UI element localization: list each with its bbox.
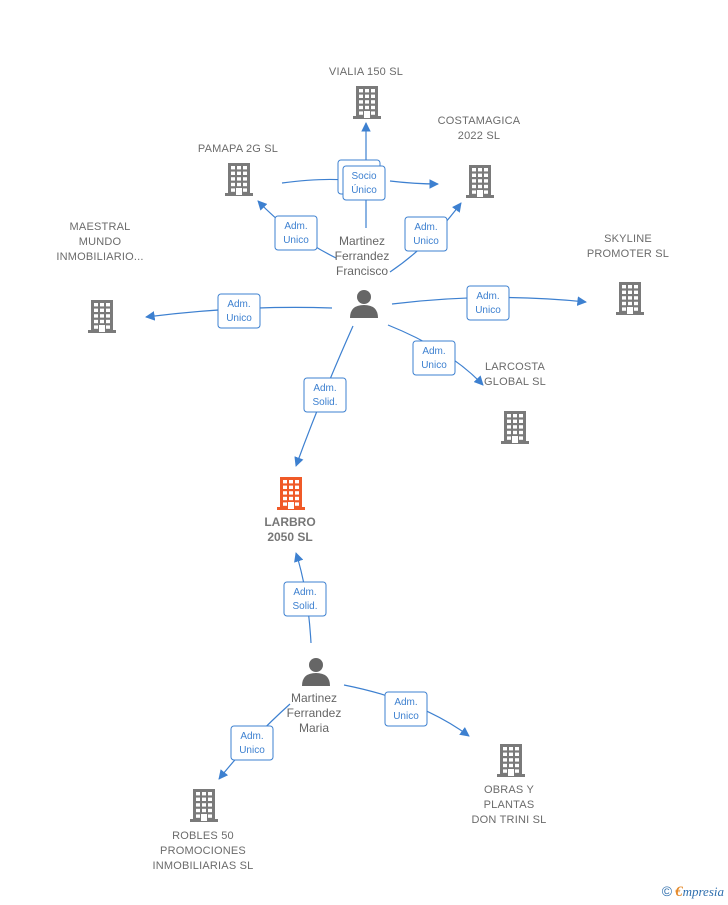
building-icon xyxy=(466,165,494,198)
node-label: COSTAMAGICA xyxy=(438,115,521,127)
building-icon xyxy=(497,744,525,777)
edge-badge[interactable]: Adm. Unico xyxy=(230,725,274,761)
edge-badge-label: Unico xyxy=(283,235,309,246)
edge-badge[interactable]: Adm. Solid. xyxy=(303,377,347,413)
edge-badge-label: Socio xyxy=(351,171,376,182)
edge-badge-label: Solid. xyxy=(312,397,337,408)
badges-layer: SocioÚnicoSocioÚnicoAdm.UnicoAdm.UnicoAd… xyxy=(217,159,510,761)
edge-badge[interactable]: Adm. Unico xyxy=(274,215,318,251)
node-label: Francisco xyxy=(336,264,388,278)
nodes-layer: VIALIA 150 SL PAMAPA 2G SL COSTAMAGICA 2022… xyxy=(56,66,669,872)
node-label: DON TRINI SL xyxy=(472,814,547,826)
building-icon xyxy=(616,282,644,315)
building-icon xyxy=(501,411,529,444)
node-label: Ferrandez xyxy=(287,706,342,720)
node-label: PROMOTER SL xyxy=(587,248,669,260)
node-label: VIALIA 150 SL xyxy=(329,66,403,78)
node-label: MAESTRAL xyxy=(70,221,131,233)
building-icon xyxy=(190,789,218,822)
edge-badge-label: Único xyxy=(351,183,377,196)
edge-badge-box xyxy=(342,165,386,201)
edge-badge-label: Adm. xyxy=(284,221,307,232)
edge-badge-label: Unico xyxy=(393,711,419,722)
node-robles[interactable]: ROBLES 50 PROMOCIONES INMOBILIARIAS SL xyxy=(152,789,253,872)
node-larcosta[interactable]: LARCOSTA GLOBAL SL xyxy=(484,361,546,444)
node-label: LARBRO xyxy=(264,515,315,529)
node-label: GLOBAL SL xyxy=(484,376,546,388)
node-label: Martinez xyxy=(339,234,385,248)
edge-badge-label: Adm. xyxy=(476,291,499,302)
edge-badge[interactable]: Adm. Unico xyxy=(384,691,428,727)
edge-badge[interactable]: Adm. Unico xyxy=(217,293,261,329)
node-label: MUNDO xyxy=(79,236,122,248)
person-icon xyxy=(350,290,378,318)
edge-badge-label: Adm. xyxy=(414,222,437,233)
node-obras[interactable]: OBRAS Y PLANTAS DON TRINI SL xyxy=(472,744,547,826)
edge-connector xyxy=(281,178,346,184)
edge-badge[interactable]: Adm. Unico xyxy=(466,285,510,321)
edge-badge-label: Solid. xyxy=(292,601,317,612)
node-costamagica[interactable]: COSTAMAGICA 2022 SL xyxy=(438,115,521,198)
edge-badge-box xyxy=(303,377,347,413)
node-label: PLANTAS xyxy=(484,799,535,811)
copyright-icon: © xyxy=(661,883,673,899)
edge-badge-box xyxy=(274,215,318,251)
node-label: PAMAPA 2G SL xyxy=(198,143,278,155)
edge-badge-label: Unico xyxy=(421,360,447,371)
node-label: Maria xyxy=(299,721,329,735)
node-skyline[interactable]: SKYLINE PROMOTER SL xyxy=(587,233,669,315)
edge-badge-box xyxy=(384,691,428,727)
edge-badge-label: Unico xyxy=(226,313,252,324)
empresia-logo-initial: € xyxy=(675,884,683,900)
empresia-logo-text: mpresia xyxy=(682,884,724,899)
edge-badge-label: Adm. xyxy=(240,731,263,742)
edge-badge-box xyxy=(230,725,274,761)
node-label: INMOBILIARIAS SL xyxy=(152,860,253,872)
edge-badge-label: Adm. xyxy=(293,587,316,598)
node-label: SKYLINE xyxy=(604,233,652,245)
building-icon xyxy=(277,477,305,510)
edge-badge-box xyxy=(283,581,327,617)
building-icon xyxy=(225,163,253,196)
edge-badge[interactable]: Adm. Unico xyxy=(412,340,456,376)
node-label: LARCOSTA xyxy=(485,361,546,373)
node-maestral[interactable]: MAESTRAL MUNDO INMOBILIARIO... xyxy=(56,221,143,333)
edge-badge-label: Adm. xyxy=(313,383,336,394)
edge-badge-label: Adm. xyxy=(227,299,250,310)
edge-badge-box xyxy=(412,340,456,376)
edge-badge[interactable]: Adm. Solid. xyxy=(283,581,327,617)
node-label: Ferrandez xyxy=(335,249,390,263)
building-icon xyxy=(88,300,116,333)
edge-badge[interactable]: Adm. Unico xyxy=(404,216,448,252)
edge-francisco-costamagica xyxy=(389,179,439,189)
node-label: INMOBILIARIO... xyxy=(56,251,143,263)
edge-badge-label: Unico xyxy=(413,236,439,247)
node-label: PROMOCIONES xyxy=(160,845,246,857)
edge-badge-label: Adm. xyxy=(394,697,417,708)
edge-badge-box xyxy=(466,285,510,321)
node-label: 2050 SL xyxy=(267,530,312,544)
edge-badge-box xyxy=(404,216,448,252)
edge-badge-label: Adm. xyxy=(422,346,445,357)
building-icon xyxy=(353,86,381,119)
edge-badge-label: Unico xyxy=(475,305,501,316)
empresia-footer[interactable]: ©€mpresia xyxy=(662,883,724,901)
person-icon xyxy=(302,658,330,686)
edge-badge-label: Unico xyxy=(239,745,265,756)
node-label: 2022 SL xyxy=(458,130,500,142)
node-label: ROBLES 50 xyxy=(172,830,234,842)
node-label: Martinez xyxy=(291,691,337,705)
node-vialia[interactable]: VIALIA 150 SL xyxy=(329,66,403,119)
edges-layer xyxy=(145,122,587,780)
node-pamapa[interactable]: PAMAPA 2G SL xyxy=(198,143,278,196)
node-label: OBRAS Y xyxy=(484,784,535,796)
edge-badge-box xyxy=(217,293,261,329)
